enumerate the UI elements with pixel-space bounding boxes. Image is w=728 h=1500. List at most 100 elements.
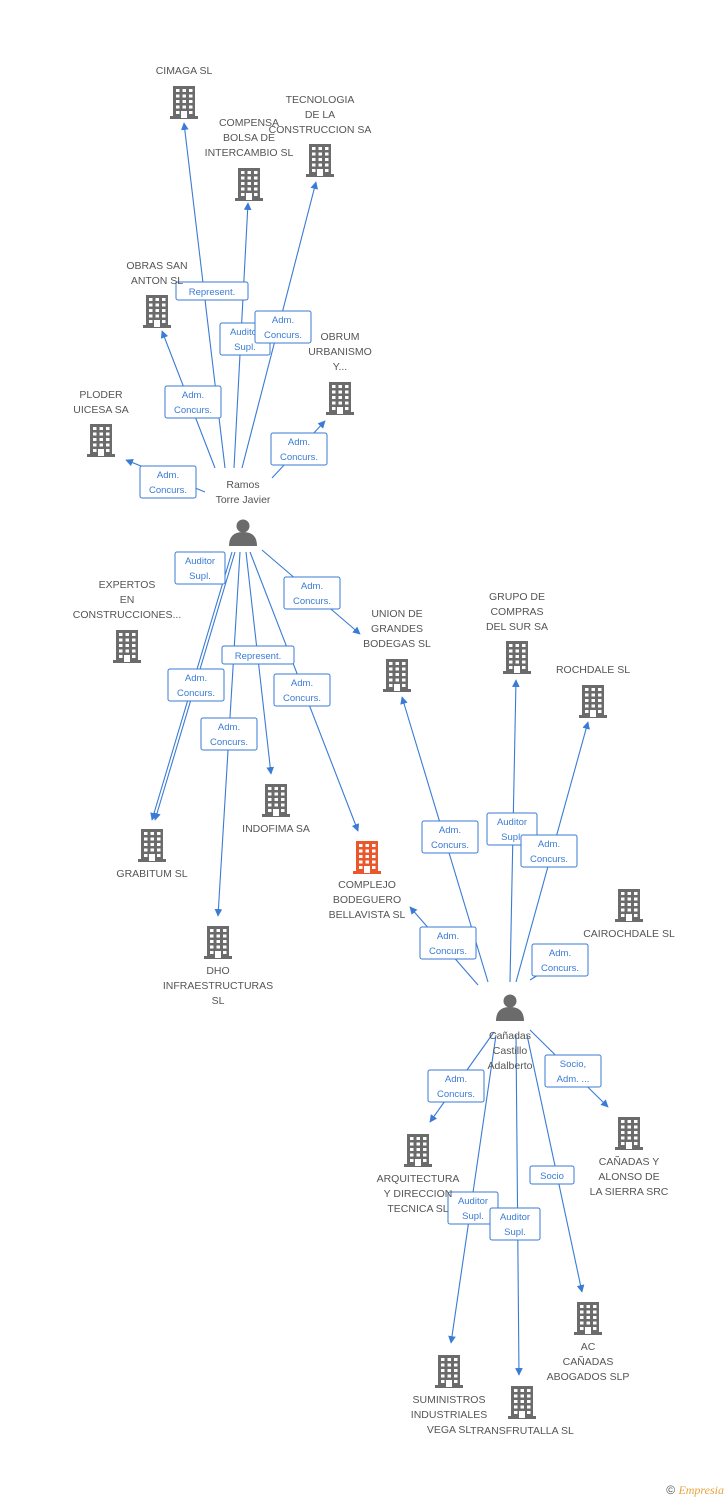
edge-label[interactable]: Adm.Concurs. (531, 943, 589, 977)
edge-label[interactable]: Socio (529, 1165, 575, 1185)
edge-label-box (419, 926, 477, 960)
brand-logo: Empresia (678, 1483, 724, 1497)
node-grabitum[interactable]: GRABITUM SL (116, 829, 188, 880)
edge-label-text: Socio (540, 1171, 564, 1182)
node-expertos[interactable]: EXPERTOSENCONSTRUCCIONES... (73, 579, 182, 663)
building-icon (503, 641, 531, 674)
node-label: TECNOLOGIA (286, 94, 355, 106)
building-icon (508, 1386, 536, 1419)
edge-label[interactable]: Adm.Concurs. (419, 926, 477, 960)
building-icon (353, 841, 381, 874)
building-icon (262, 784, 290, 817)
edge-label-box (139, 465, 197, 499)
node-label: OBRUM (320, 331, 359, 343)
building-icon (306, 144, 334, 177)
node-transfrutalla[interactable]: TRANSFRUTALLA SL (470, 1386, 574, 1437)
building-icon (170, 86, 198, 119)
node-indofima[interactable]: INDOFIMA SA (242, 784, 310, 835)
edge-label[interactable]: Adm.Concurs. (200, 717, 258, 751)
node-label: CONSTRUCCIONES... (73, 609, 182, 621)
edge-label-text: Adm. (439, 825, 461, 836)
node-label: INDUSTRIALES (411, 1409, 487, 1421)
edge-label[interactable]: Adm.Concurs. (270, 432, 328, 466)
node-label: SL (212, 995, 225, 1007)
node-label: ROCHDALE SL (556, 664, 630, 676)
node-label: CAIROCHDALE SL (583, 928, 675, 940)
node-label: Castillo (493, 1045, 528, 1057)
node-label: GRUPO DE (489, 591, 545, 603)
edge-label[interactable]: Represent. (175, 281, 249, 301)
node-label: UNION DE (371, 608, 422, 620)
footer-brand[interactable]: © Empresia (666, 1483, 724, 1498)
node-label: UICESA SA (73, 404, 128, 416)
edge-label[interactable]: Adm.Concurs. (167, 668, 225, 702)
edge-label-text: Supl. (501, 832, 523, 843)
node-label: DEL SUR SA (486, 621, 548, 633)
edge-label[interactable]: Adm.Concurs. (520, 834, 578, 868)
node-cairochdale[interactable]: CAIROCHDALE SL (583, 889, 675, 940)
building-icon (615, 889, 643, 922)
building-icon (143, 295, 171, 328)
building-icon (615, 1117, 643, 1150)
edge-label-text: Socio, (560, 1059, 586, 1070)
node-label: Y... (333, 361, 347, 373)
edge-label-text: Adm. (538, 839, 560, 850)
node-label: DE LA (305, 109, 335, 121)
edge-canadas-transfrutalla (515, 1034, 523, 1376)
edge-label-text: Auditor (500, 1212, 530, 1223)
edge-label[interactable]: Adm.Concurs. (427, 1069, 485, 1103)
node-label: GRABITUM SL (116, 868, 187, 880)
node-cimaga[interactable]: CIMAGA SL (156, 65, 213, 119)
edge-label-text: Adm. (157, 470, 179, 481)
edge-label-text: Concurs. (293, 596, 331, 607)
building-icon (87, 424, 115, 457)
edge-label[interactable]: Adm.Concurs. (283, 576, 341, 610)
building-icon (574, 1302, 602, 1335)
edge-label[interactable]: Adm. Concurs. (164, 385, 222, 419)
node-obrum[interactable]: OBRUMURBANISMOY... (308, 331, 372, 415)
edge-label-text: Concurs. (174, 405, 212, 416)
node-label: CAÑADAS (563, 1355, 614, 1368)
edge-label-box (283, 576, 341, 610)
edge-canadas-suministros (448, 1034, 497, 1344)
node-label: BOLSA DE (223, 132, 275, 144)
edge-label[interactable]: Adm.Concurs. (273, 673, 331, 707)
edge-label-text: Adm. (291, 678, 313, 689)
edge-label[interactable]: Adm.Concurs. (139, 465, 197, 499)
edge-label[interactable]: Adm. Concurs. (421, 820, 479, 854)
edge-label-text: Adm. (272, 315, 294, 326)
edge-label-text: Adm. (182, 390, 204, 401)
node-label: GRANDES (371, 623, 423, 635)
edge-label-text: Concurs. (431, 840, 469, 851)
node-label: CIMAGA SL (156, 65, 213, 77)
node-label: LA SIERRA SRC (590, 1186, 669, 1198)
edge-label[interactable]: Socio, Adm. ... (544, 1054, 602, 1088)
edge-label[interactable]: Adm.Concurs. (254, 310, 312, 344)
edge-label[interactable]: Represent. (221, 645, 295, 665)
edge-label-text: Adm. (218, 722, 240, 733)
node-rochdale[interactable]: ROCHDALE SL (556, 664, 630, 718)
edge-label-text: Supl. (189, 571, 211, 582)
edge-label-text: Supl. (462, 1211, 484, 1222)
edge-label-text: Adm. ... (557, 1074, 590, 1085)
edge-label-text: Concurs. (429, 946, 467, 957)
edge-label-text: Auditor (497, 817, 527, 828)
node-label: Cañadas (489, 1030, 531, 1042)
